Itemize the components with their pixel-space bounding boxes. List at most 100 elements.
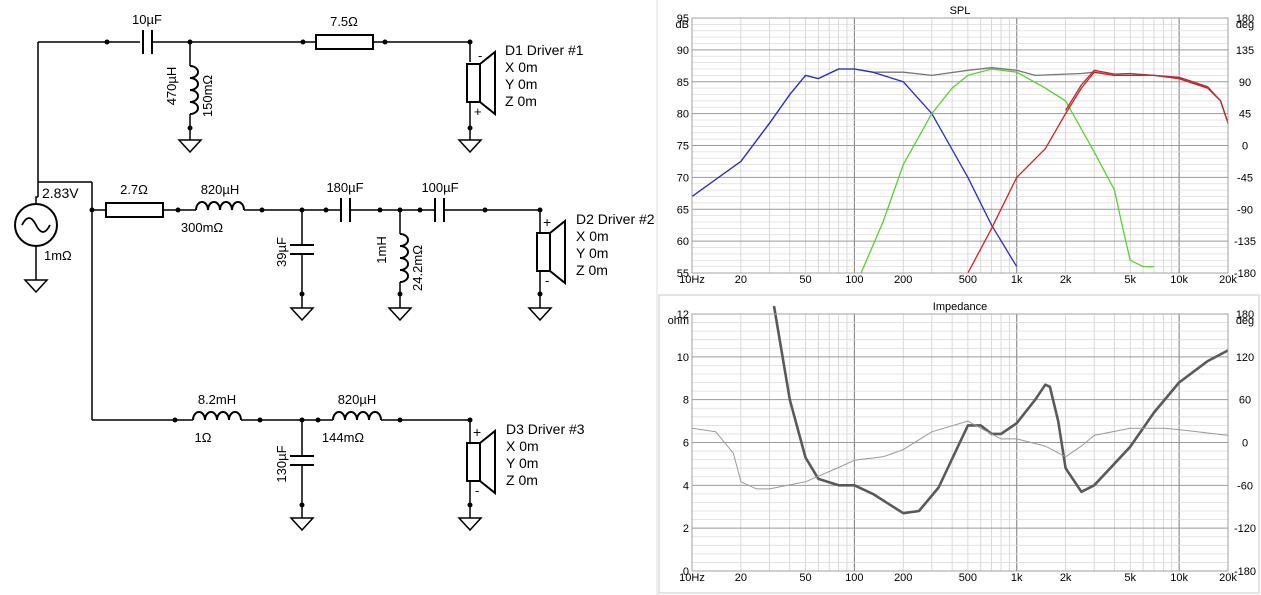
chart-0-y2tick: 0 [1242, 141, 1248, 153]
chart-0-series-1 [691, 68, 1018, 267]
node [482, 207, 488, 213]
voltage-source-icon[interactable] [14, 203, 58, 247]
chart-1-ytick: 2 [683, 523, 689, 535]
chart-0-y2tick: 180 [1236, 13, 1254, 25]
node [467, 417, 473, 423]
chart-0-ytick: 75 [677, 141, 689, 153]
d1-x: X 0m [505, 59, 538, 75]
chart-1-y2tick: 0 [1242, 438, 1248, 450]
chart-1-ytick: 8 [683, 395, 689, 407]
label-c3: 100µF [421, 180, 458, 195]
d1-name: D1 Driver #1 [505, 42, 584, 58]
chart-0-xtick: 10Hz [679, 274, 705, 286]
chart-1-ytick: 4 [683, 480, 689, 492]
label-l4-resistance: 1Ω [195, 430, 212, 445]
inductor-l5[interactable] [332, 411, 382, 421]
node [257, 417, 263, 423]
impedance-panel-frame [658, 294, 1260, 594]
node [467, 502, 473, 508]
node [299, 291, 305, 297]
speaker-d2-icon[interactable] [536, 218, 566, 286]
label-l2: 820µH [201, 182, 240, 197]
d2-x: X 0m [576, 228, 609, 244]
label-l5-resistance: 144mΩ [322, 430, 365, 445]
chart-1-y2tick: -120 [1234, 523, 1256, 535]
resistor-r2[interactable] [105, 202, 164, 218]
chart-1-y2tick: -60 [1237, 480, 1253, 492]
chart-1-ytick: 12 [677, 309, 689, 321]
chart-1-xtick: 1k [1011, 572, 1023, 584]
chart-0-xtick: 50 [799, 274, 811, 286]
chart-1-series-0 [772, 305, 1229, 515]
chart-1-frame [691, 313, 1229, 572]
chart-1-ylabel: ohm [668, 315, 689, 327]
label-c5: 130µF [274, 445, 289, 482]
node [299, 502, 305, 508]
chart-0-xtick: 5k [1124, 274, 1136, 286]
chart-0-xtick: 20k [1219, 274, 1237, 286]
chart-0-frame [691, 17, 1229, 274]
chart-0-y2tick: 135 [1236, 45, 1254, 57]
chart-0-ylabel: dB [676, 19, 689, 31]
ground-icon [457, 517, 483, 532]
d3-x: X 0m [506, 438, 539, 454]
node [175, 207, 181, 213]
chart-1-title: Impedance [933, 301, 987, 313]
chart-0-y2tick: -180 [1234, 268, 1256, 280]
speaker-d3-icon[interactable] [466, 428, 496, 496]
d2-y: Y 0m [576, 245, 608, 261]
inductor-l3[interactable] [399, 233, 409, 283]
chart-0-y2tick: 45 [1239, 109, 1251, 121]
ground-icon [289, 517, 315, 532]
d2-name: D2 Driver #2 [576, 211, 655, 227]
chart-0-ytick: 90 [677, 45, 689, 57]
speaker-d1-icon[interactable] [466, 49, 496, 117]
label-l1: 470µH [164, 67, 179, 106]
label-l1-resistance: 150mΩ [200, 75, 215, 118]
chart-1-xtick: 200 [894, 572, 912, 584]
chart-0-title: SPL [950, 5, 971, 17]
inductor-l2[interactable] [195, 201, 245, 211]
label-r2: 2.7Ω [120, 182, 148, 197]
node [397, 417, 403, 423]
d3-minus: - [475, 483, 479, 498]
chart-0-y2label: deg [1236, 19, 1254, 31]
label-l5: 820µH [338, 392, 377, 407]
ground-icon [23, 279, 49, 294]
chart-1-xtick: 500 [959, 572, 977, 584]
ground-icon [289, 307, 315, 322]
chart-0-series-2 [860, 68, 1154, 274]
d1-y: Y 0m [505, 76, 537, 92]
chart-0-xtick: 200 [894, 274, 912, 286]
node [467, 39, 473, 45]
chart-0-ytick: 60 [677, 236, 689, 248]
d3-y: Y 0m [506, 455, 538, 471]
d2-minus: - [545, 273, 549, 288]
node [300, 39, 306, 45]
node [467, 125, 473, 131]
chart-0-series-3 [967, 71, 1229, 274]
schematic-panel [0, 0, 655, 548]
node [315, 417, 321, 423]
node [382, 39, 388, 45]
chart-1-y2label: deg [1236, 315, 1254, 327]
resistor-r1[interactable] [315, 34, 374, 50]
node [89, 207, 95, 213]
chart-1-y2tick: 180 [1236, 309, 1254, 321]
inductor-l1[interactable] [189, 65, 199, 115]
chart-1-xtick: 5k [1124, 572, 1136, 584]
d3-name: D3 Driver #3 [506, 421, 585, 437]
source-voltage: 2.83V [42, 185, 79, 201]
inductor-l4[interactable] [192, 411, 242, 421]
node [323, 207, 329, 213]
chart-1-xtick: 2k [1060, 572, 1072, 584]
wire-src-top [35, 196, 38, 204]
chart-0-y2tick: -90 [1237, 204, 1253, 216]
d2-z: Z 0m [576, 262, 608, 278]
chart-0-y2tick: -135 [1234, 236, 1256, 248]
node [537, 291, 543, 297]
d3-z: Z 0m [506, 472, 538, 488]
